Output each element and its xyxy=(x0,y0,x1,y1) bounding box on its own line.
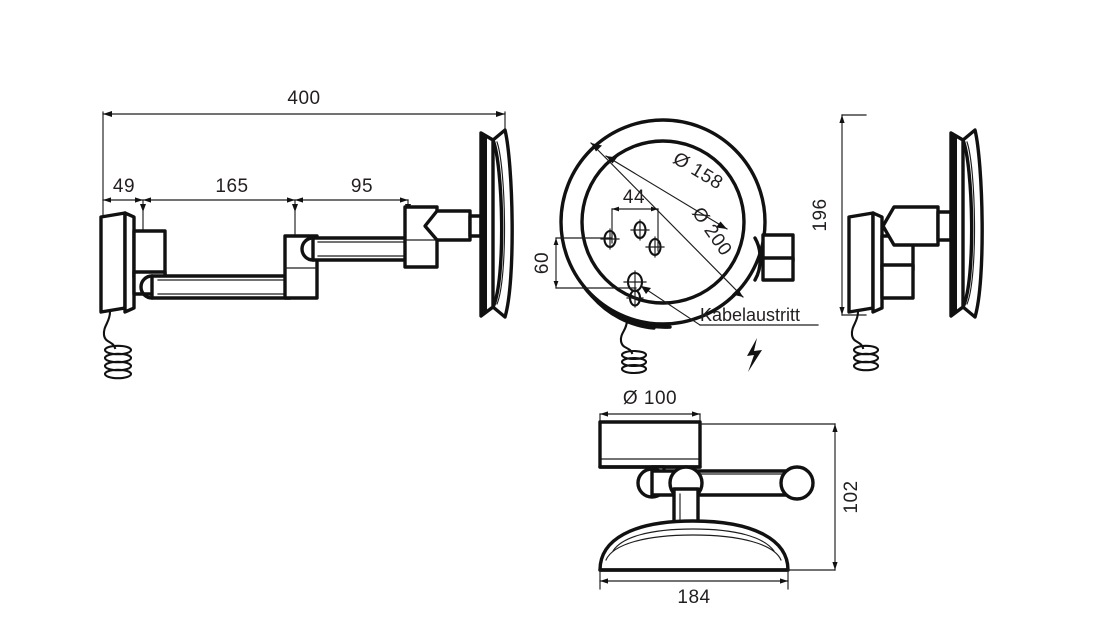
dim-102-lines xyxy=(699,423,838,571)
hole-right xyxy=(645,236,665,258)
hole-left xyxy=(600,228,620,250)
dim-60-lines xyxy=(553,237,637,289)
mounting-holes xyxy=(600,219,665,308)
dim-label-196: 196 xyxy=(810,198,831,231)
right-mirror-head xyxy=(949,128,984,319)
dim-44-lines xyxy=(611,206,659,252)
power-cable xyxy=(102,310,133,380)
hole-top-mid xyxy=(630,219,650,241)
view-front-circle xyxy=(553,118,819,375)
dim-label-184: 184 xyxy=(677,587,710,608)
cable-outlet-leader xyxy=(640,285,819,326)
dim-label-60: 60 xyxy=(532,252,553,274)
mirror-head xyxy=(479,128,514,319)
front-mount-bracket xyxy=(753,233,795,282)
dim-196-lines xyxy=(839,114,867,316)
wall-mount-housing xyxy=(99,211,136,314)
upper-arm xyxy=(300,236,414,262)
right-wall-housing xyxy=(847,211,884,314)
view-side-left xyxy=(99,111,514,380)
dim-dia-200 xyxy=(590,142,744,298)
hole-bottom xyxy=(626,288,644,308)
dim-label-165: 165 xyxy=(215,176,248,197)
dim-label-49: 49 xyxy=(113,176,135,197)
dim-label-102: 102 xyxy=(841,480,862,513)
stand-mirror-disc xyxy=(598,420,702,469)
front-power-cable xyxy=(619,318,648,375)
view-side-right xyxy=(839,114,984,372)
dim-400-lines xyxy=(102,111,506,219)
stand-arm xyxy=(636,465,815,501)
stand-base xyxy=(598,519,790,572)
right-swivel-block xyxy=(881,205,953,247)
lower-arm xyxy=(139,274,292,300)
right-cable-coil xyxy=(852,344,880,372)
right-power-cable xyxy=(850,310,880,372)
mirror-swivel-block xyxy=(403,205,483,269)
view-table-stand xyxy=(598,411,838,590)
dim-label-44: 44 xyxy=(623,187,645,208)
front-cable-coil xyxy=(620,349,648,375)
annotation-kabelaustritt: Kabelaustritt xyxy=(700,305,800,325)
dim-label-400: 400 xyxy=(287,88,320,109)
dim-184-lines xyxy=(599,569,789,590)
right-bracket xyxy=(880,234,915,300)
dim-label-dia-100: Ø 100 xyxy=(623,388,677,409)
lightning-bolt-icon xyxy=(747,338,762,372)
dim-dia-158 xyxy=(605,155,728,230)
dim-label-95: 95 xyxy=(351,176,373,197)
cable-coil xyxy=(103,344,133,380)
